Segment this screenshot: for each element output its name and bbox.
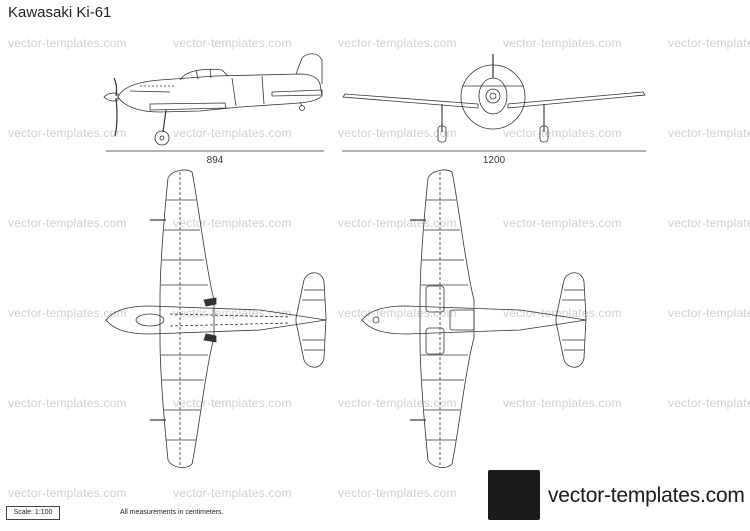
side-view — [103, 53, 324, 152]
side-canopy — [179, 68, 229, 81]
bottom-tailplane — [555, 272, 587, 368]
side-main-wheel — [154, 130, 170, 146]
length-dimension-label: 894 — [206, 155, 224, 166]
top-wing — [159, 169, 215, 468]
measurement-note: All measurements in centimeters. — [120, 509, 224, 516]
side-wing — [149, 102, 227, 111]
front-view — [342, 54, 646, 152]
side-vertical-tail — [295, 53, 323, 84]
side-h-stab — [271, 89, 323, 97]
scale-label: Scale: 1:100 — [6, 506, 60, 520]
side-fuselage — [117, 73, 323, 113]
side-spinner — [103, 92, 119, 102]
front-wing-right — [507, 91, 646, 109]
top-tailplane — [295, 272, 327, 368]
page-title: Kawasaki Ki-61 — [8, 4, 112, 21]
vt-logo — [488, 470, 540, 520]
bottom-wing — [419, 169, 475, 468]
top-view — [105, 169, 327, 468]
wingspan-dimension-label: 1200 — [482, 155, 506, 166]
side-propeller — [113, 77, 118, 137]
bottom-view — [361, 169, 587, 468]
brand-site-text: vector-templates.com — [548, 484, 745, 507]
side-tail-wheel — [299, 105, 305, 111]
front-wing-left — [342, 93, 479, 109]
top-fuselage — [105, 305, 327, 335]
